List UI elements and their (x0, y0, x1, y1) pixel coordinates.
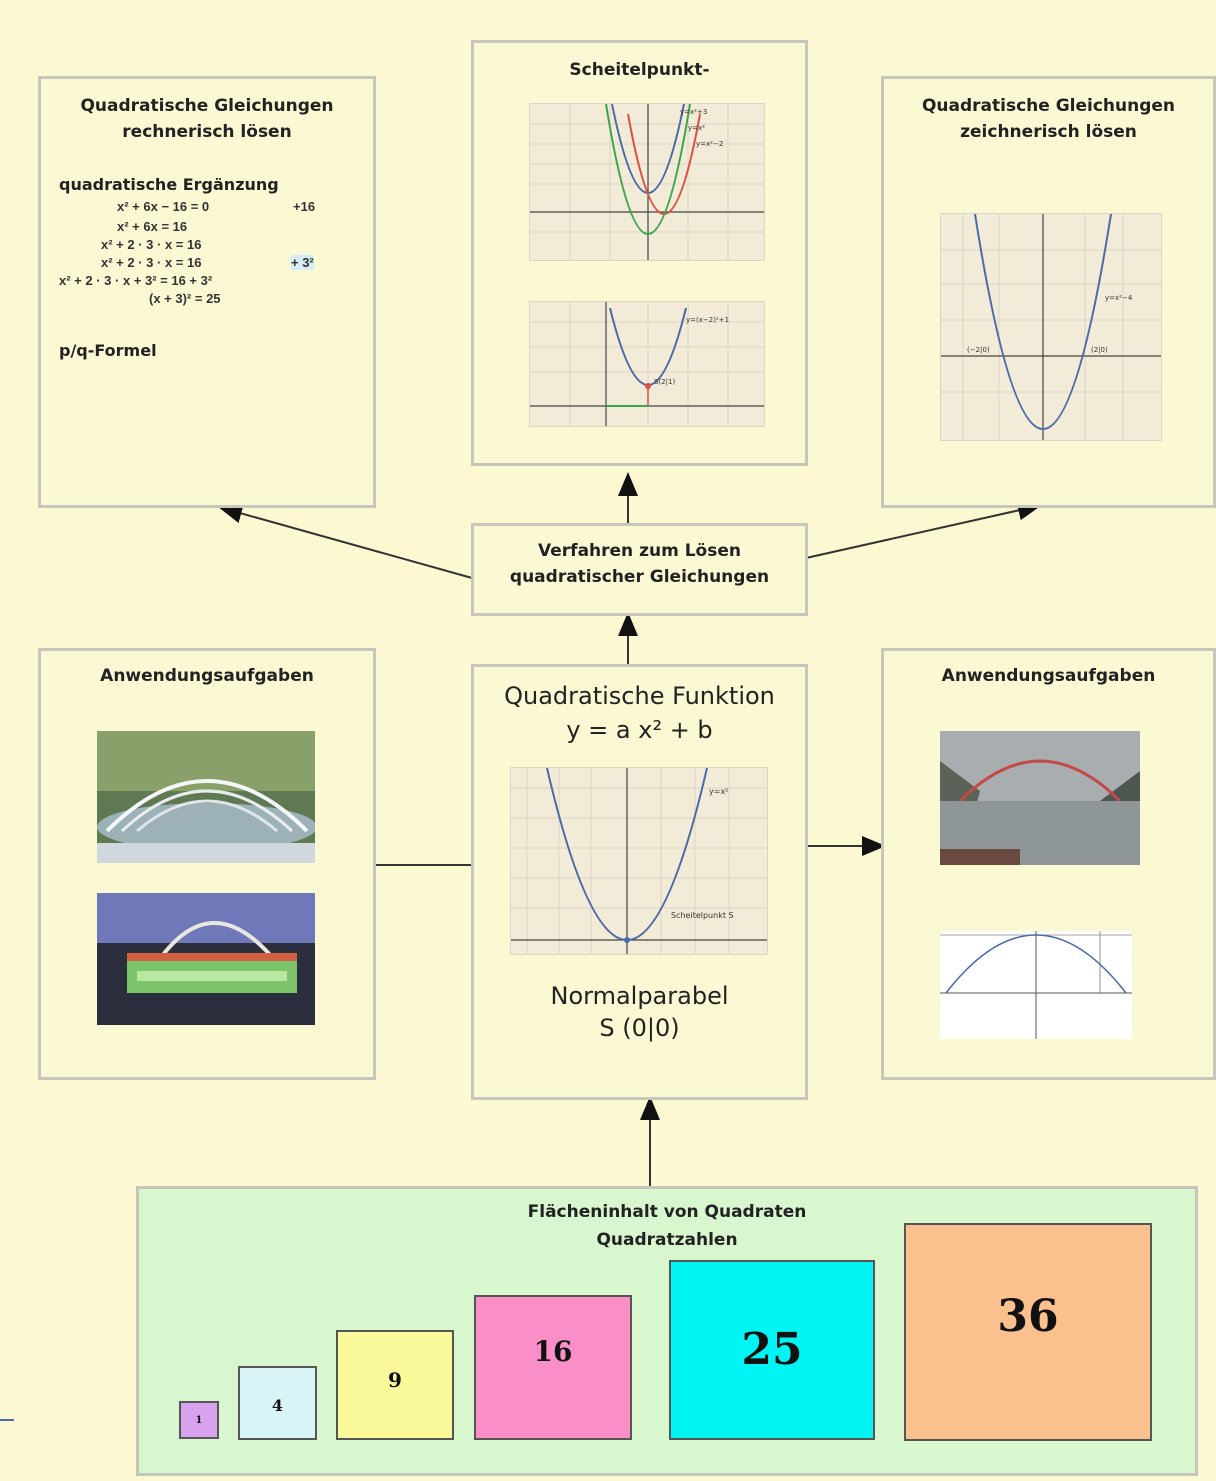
box-zeichnerisch: Quadratische Gleichungen zeichnerisch lö… (881, 76, 1216, 508)
equation-4-op: + 3² (291, 255, 314, 270)
verfahren-line1: Verfahren zum Lösen (538, 541, 741, 561)
box-anwendung-right: Anwendungsaufgaben (881, 648, 1216, 1080)
equation-2: x² + 6x = 16 (117, 219, 188, 234)
graph2-label: y=(x−2)²+1 (686, 316, 729, 324)
bridge-photo (940, 731, 1140, 865)
funktion-formula: y = a x² + b (566, 716, 713, 744)
box-scheitelpunkt: Scheitelpunkt- y=x²+3 y=x² y=x²−2 (471, 40, 808, 466)
zeichnerisch-title-line1: Quadratische Gleichungen (921, 96, 1176, 116)
square-25: 25 (669, 1260, 875, 1440)
square-4: 4 (238, 1366, 317, 1440)
anwendung-left-title: Anwendungsaufgaben (100, 666, 314, 686)
graph-vertex-form: y=(x−2)²+1 S(2|1) (529, 301, 765, 427)
graph1-label-1: y=x²+3 (680, 108, 707, 116)
fountain-photo (97, 731, 315, 863)
box-verfahren: Verfahren zum Lösen quadratischer Gleich… (471, 523, 808, 616)
rechnerisch-title-line1: Quadratische Gleichungen (80, 96, 334, 116)
zeichnerisch-point-left: (−2|0) (967, 346, 990, 354)
arrow-to-zeichnerisch (805, 500, 1042, 559)
box-quadratzahlen: Flächeninhalt von Quadraten Quadratzahle… (136, 1186, 1198, 1476)
equation-3: x² + 2 · 3 · x = 16 (101, 237, 202, 252)
quadratzahlen-title-line2: Quadratzahlen (596, 1230, 738, 1250)
scheitelpunkt-title: Scheitelpunkt- (569, 60, 710, 80)
funktion-title: Quadratische Funktion (504, 682, 775, 710)
normalparabel-vertex-label: Scheitelpunkt S (671, 911, 734, 920)
square-9: 9 (336, 1330, 454, 1440)
arrow-to-rechnerisch (218, 503, 473, 579)
zeichnerisch-title-line2: zeichnerisch lösen (960, 122, 1137, 142)
graph-normalparabel: y=x² Scheitelpunkt S (510, 767, 768, 955)
equation-1-op: +16 (293, 199, 316, 214)
graph1-label-2: y=x² (688, 124, 705, 132)
rechnerisch-title-line2: rechnerisch lösen (122, 122, 292, 142)
square-36: 36 (904, 1223, 1152, 1441)
normalparabel-label: y=x² (709, 787, 728, 796)
equation-5: x² + 2 · 3 · x + 3² = 16 + 3² (59, 273, 213, 288)
square-16: 16 (474, 1295, 632, 1440)
normalparabel-vertex: S (0|0) (599, 1014, 680, 1042)
anwendung-right-title: Anwendungsaufgaben (941, 666, 1156, 686)
verfahren-line2: quadratischer Gleichungen (509, 567, 770, 587)
square-1: 1 (179, 1401, 219, 1439)
zeichnerisch-graph-label: y=x²−4 (1105, 294, 1133, 302)
box-quadratische-funktion: Quadratische Funktion y = a x² + b y=x² … (471, 664, 808, 1100)
equation-1: x² + 6x − 16 = 0 (117, 199, 210, 214)
box-anwendung-left: Anwendungsaufgaben (38, 648, 376, 1080)
graph1-label-3: y=x²−2 (696, 140, 723, 148)
section-pq-formel: p/q-Formel (59, 341, 157, 360)
zeichnerisch-point-right: (2|0) (1091, 346, 1108, 354)
graph2-point: S(2|1) (654, 378, 675, 386)
graph-shifted-parabolas: y=x²+3 y=x² y=x²−2 (529, 103, 765, 261)
graph-parabola-roots: y=x²−4 (−2|0) (2|0) (940, 213, 1162, 441)
arch-graph-image (940, 931, 1132, 1039)
equation-4: x² + 2 · 3 · x = 16 (101, 255, 202, 270)
equation-6: (x + 3)² = 25 (149, 291, 221, 306)
quadratzahlen-title-line1: Flächeninhalt von Quadraten (527, 1202, 807, 1222)
normalparabel-caption: Normalparabel (550, 982, 729, 1010)
section-quadratische-ergaenzung: quadratische Ergänzung (59, 175, 279, 194)
stadium-arch-photo (97, 893, 315, 1025)
box-rechnerisch: Quadratische Gleichungen rechnerisch lös… (38, 76, 376, 508)
